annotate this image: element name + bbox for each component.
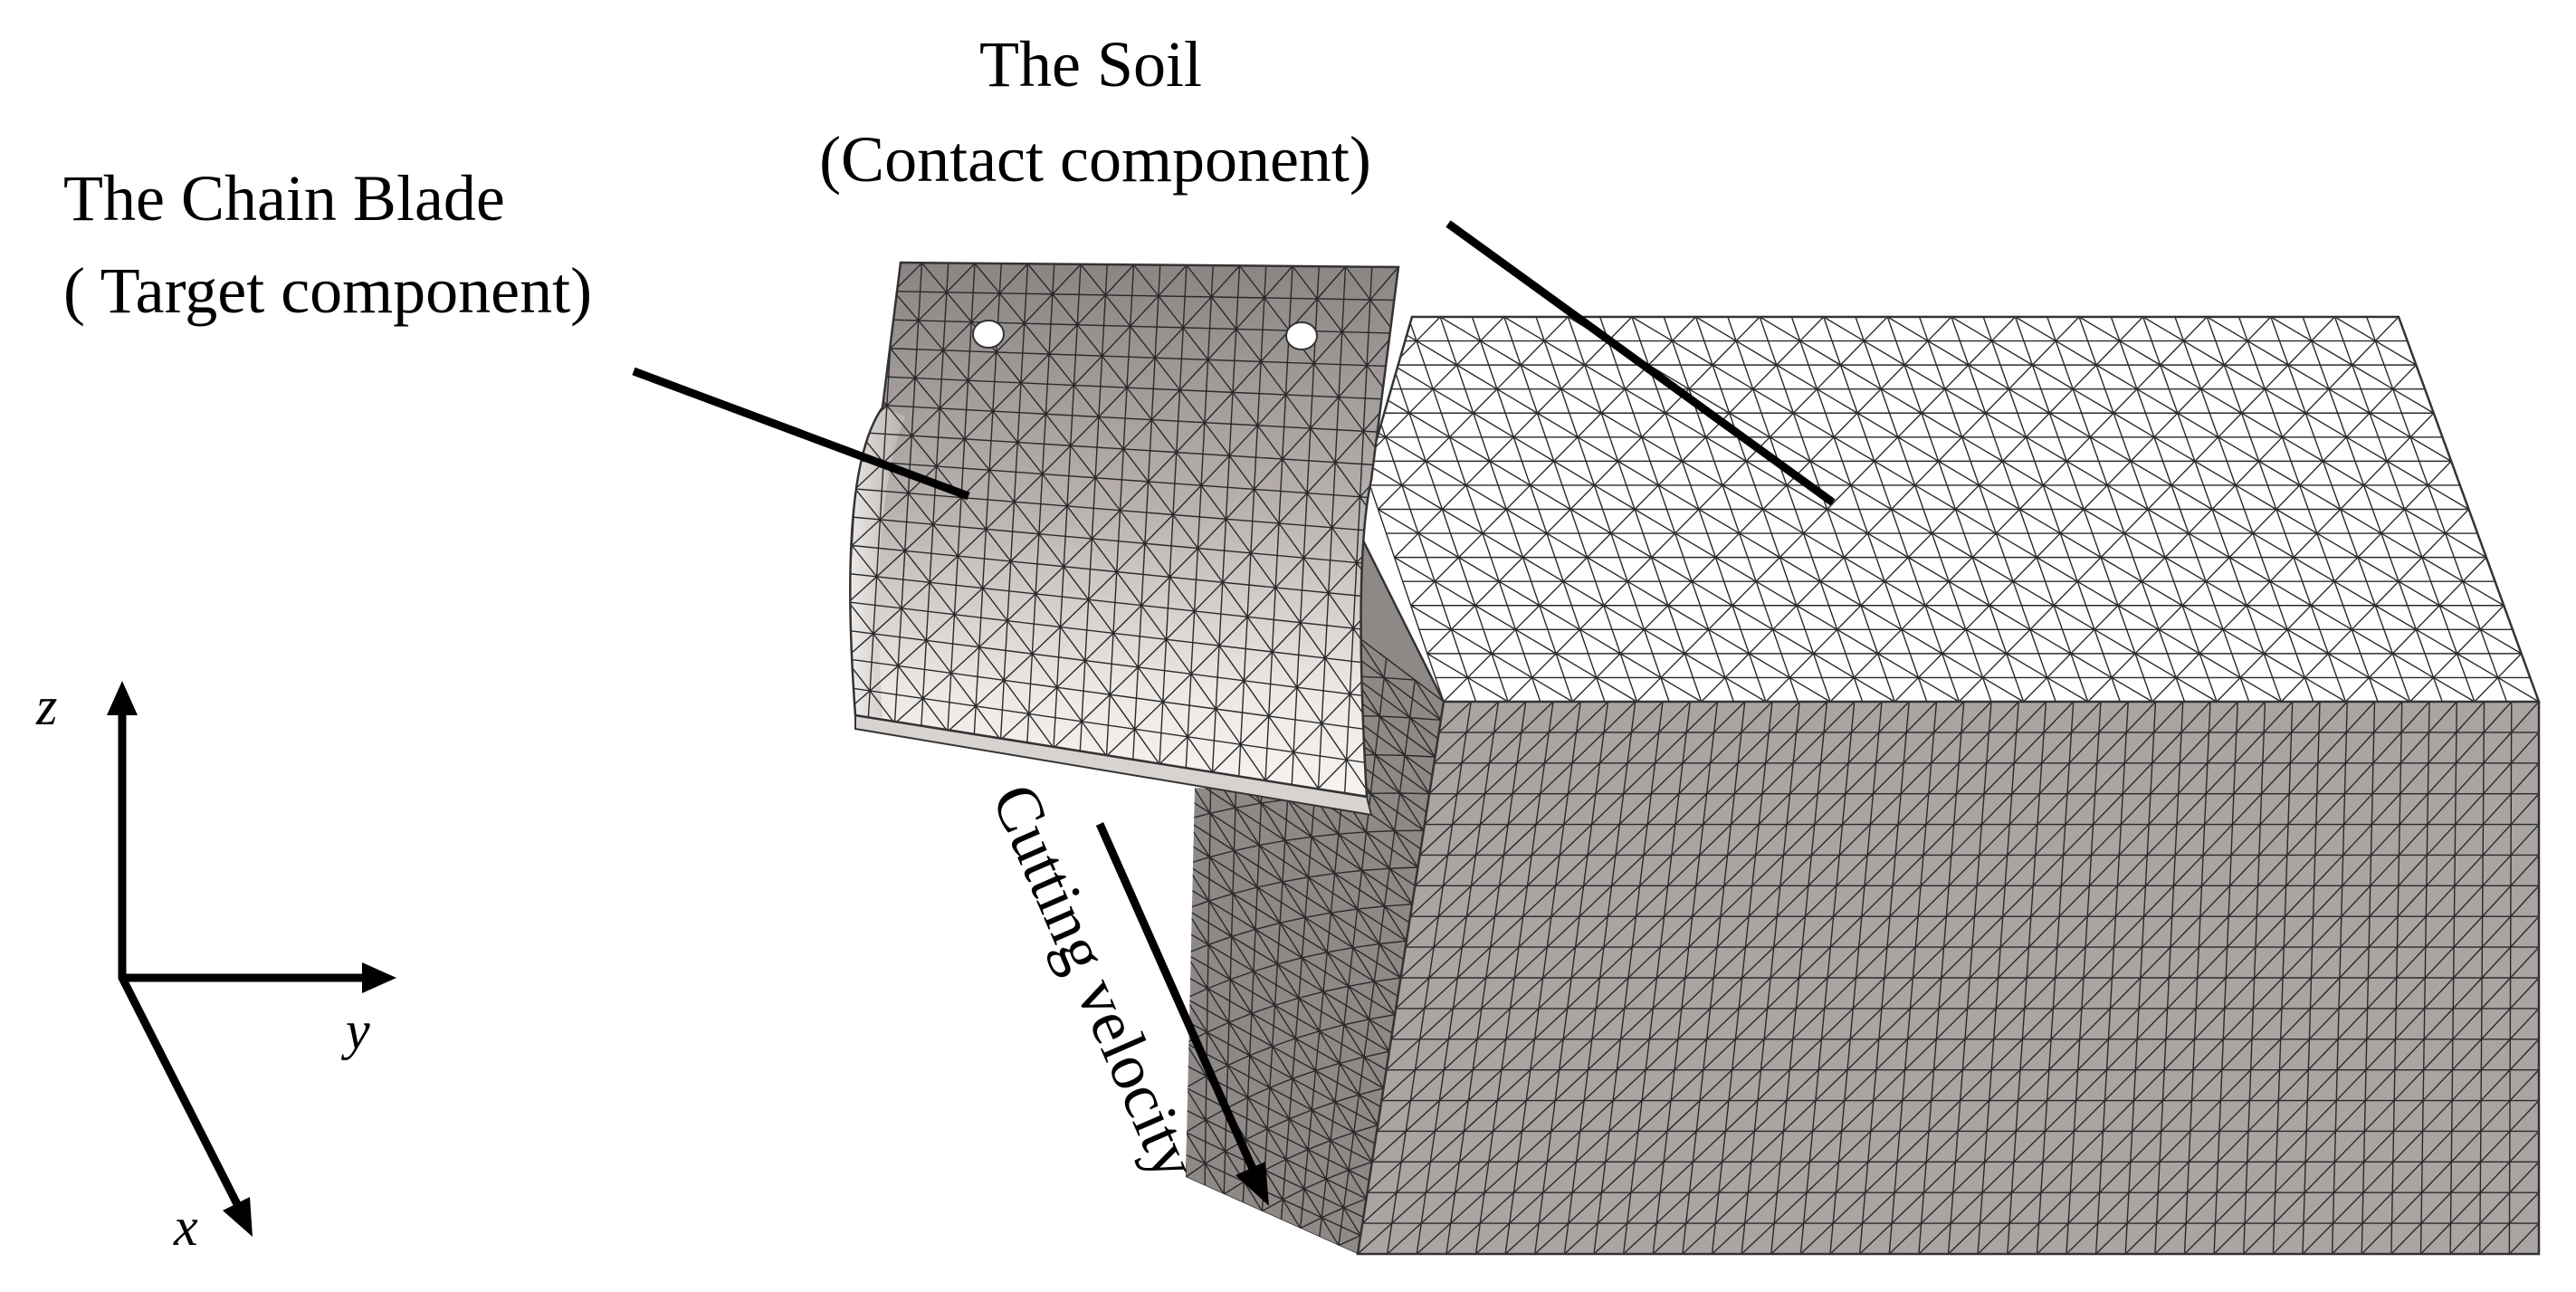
coordinate-axes: [107, 681, 396, 1237]
blade-hole-left: [972, 320, 1005, 349]
x-axis-label: x: [173, 1197, 198, 1257]
cutting-velocity-label: Cutting velocity: [978, 773, 1212, 1189]
blade-hole-right: [1285, 321, 1318, 350]
y-axis-label: y: [340, 1000, 370, 1060]
z-axis-label: z: [35, 676, 57, 736]
soil-role-label: (Contact component): [819, 123, 1371, 196]
blade-leader-line: [632, 367, 970, 501]
z-axis-arrowhead: [107, 681, 138, 715]
x-axis-arrowhead: [223, 1197, 253, 1237]
chain-blade: [849, 261, 1400, 817]
blade-title-label: The Chain Blade: [63, 162, 505, 234]
soil-block: [1186, 315, 2541, 1256]
soil-leader-line: [1445, 220, 1836, 506]
y-axis-arrowhead: [362, 962, 396, 993]
cutting-velocity-arrow: [1095, 822, 1269, 1206]
soil-front-mesh: [1358, 702, 2539, 1254]
soil-title-label: The Soil: [979, 28, 1202, 100]
blade-role-label: ( Target component): [63, 254, 592, 327]
